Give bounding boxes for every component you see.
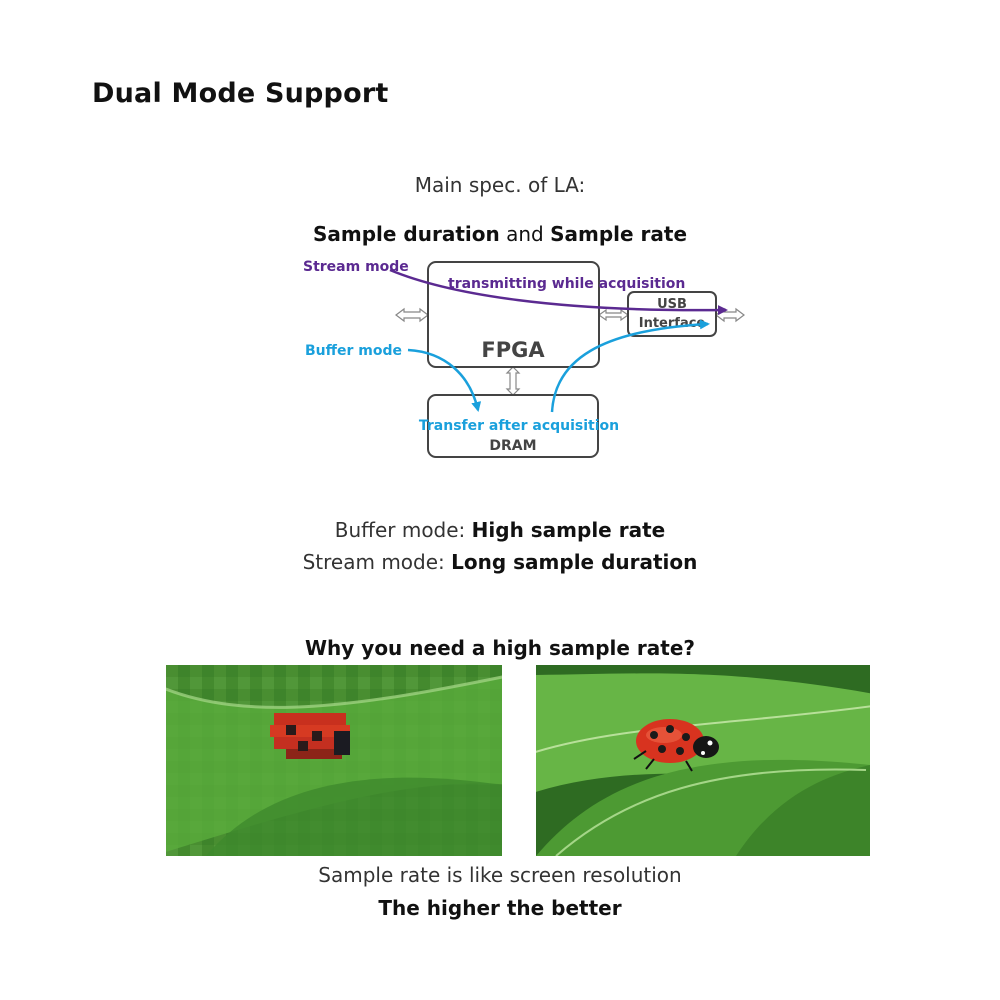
buffer-mode-arrow-in (407, 348, 482, 412)
sharp-ladybug-image (536, 665, 870, 856)
left-io-arrow (395, 307, 429, 323)
page-title: Dual Mode Support (92, 78, 389, 109)
stream-mode-label: Stream mode (303, 259, 409, 275)
subtitle-and: and (499, 222, 551, 246)
subtitle-sample-rate: Sample rate (550, 222, 688, 246)
dram-label: DRAM (489, 438, 536, 454)
fpga-label: FPGA (481, 338, 545, 362)
fpga-usb-link-arrow (597, 308, 630, 322)
caption-line-2: The higher the better (378, 896, 622, 920)
buffer-mode-label: Buffer mode (305, 343, 402, 359)
stream-mode-line-value: Long sample duration (451, 550, 698, 574)
buffer-mode-line-value: High sample rate (471, 518, 666, 542)
stream-mode-arrow (389, 268, 728, 316)
pixelated-ladybug-image (166, 665, 502, 856)
why-heading: Why you need a high sample rate? (304, 636, 696, 660)
caption-line-1: Sample rate is like screen resolution (318, 863, 682, 887)
stream-mode-line-label: Stream mode: (302, 550, 452, 574)
subtitle-sample-duration: Sample duration (312, 222, 500, 246)
transfer-label: Transfer after acquisition (419, 418, 619, 434)
buffer-mode-arrow-out (550, 319, 710, 413)
spec-subtitle: Sample duration and Sample rate (0, 222, 1000, 246)
dram-box (427, 394, 599, 458)
spec-line: Main spec. of LA: (414, 173, 586, 197)
usb-label-line2: Interface (639, 316, 706, 331)
ladybug-icon (270, 713, 350, 759)
buffer-mode-line: Buffer mode: High sample rate (0, 518, 1000, 542)
ladybug-icon (633, 719, 719, 772)
buffer-mode-line-label: Buffer mode: (334, 518, 472, 542)
fpga-dram-link-arrow (505, 366, 521, 396)
stream-mode-line: Stream mode: Long sample duration (0, 550, 1000, 574)
transmitting-label: transmitting while acquisition (448, 276, 685, 292)
fpga-box (427, 261, 600, 368)
usb-label-line1: USB (657, 297, 687, 312)
